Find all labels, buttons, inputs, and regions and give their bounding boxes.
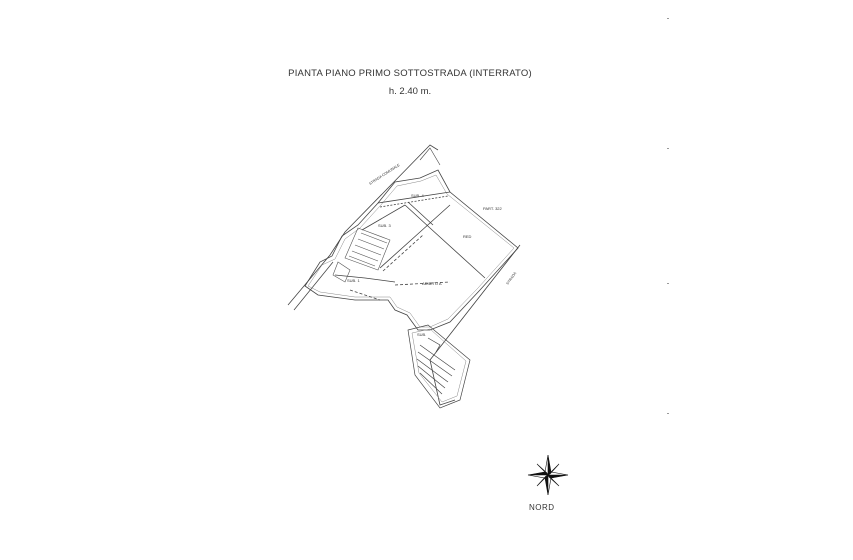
label-sub1: SUB. 1 <box>347 278 360 283</box>
stairs-lower <box>407 324 471 409</box>
label-sub4: SUB. 4 <box>411 193 424 198</box>
ceiling-height: h. 2.40 m. <box>388 86 432 97</box>
road-boundary-upper <box>287 144 439 306</box>
margin-tick <box>667 148 669 149</box>
stairs-upper <box>332 227 391 283</box>
wall-diagonal-2 <box>407 201 434 226</box>
wall-dashed-2 <box>394 281 451 286</box>
north-label: NORD <box>529 503 555 512</box>
wall-mid <box>379 204 451 269</box>
building-outline-inner <box>307 174 515 328</box>
entrance-top <box>419 147 441 166</box>
wall-sub3 <box>361 204 406 231</box>
margin-tick <box>667 283 669 284</box>
wall-diagonal <box>404 204 486 279</box>
wall-dashed <box>349 289 381 301</box>
label-road-right: STRADA <box>506 271 518 286</box>
label-area-main: ADIBITO A <box>422 281 442 286</box>
drawing-title: PIANTA PIANO PRIMO SOTTOSTRADA (INTERRAT… <box>288 68 532 79</box>
margin-tick <box>667 413 669 414</box>
margin-tick <box>667 18 669 19</box>
label-plot-ref: PART. 322 <box>483 206 503 211</box>
road-boundary-right <box>429 244 521 406</box>
road-boundary-upper-2 <box>293 261 334 311</box>
label-road-upper: STRADA COMUNALE <box>368 163 401 186</box>
label-sub5: SUB. <box>417 332 426 337</box>
wall-mid-2 <box>382 234 424 272</box>
wall-low <box>334 274 396 283</box>
label-area-top: RED <box>463 234 472 239</box>
wall-sub4-2 <box>379 195 449 208</box>
label-sub3: SUB. 3 <box>378 223 391 228</box>
wall-sub4 <box>377 191 451 204</box>
compass-rose-icon <box>527 454 569 496</box>
